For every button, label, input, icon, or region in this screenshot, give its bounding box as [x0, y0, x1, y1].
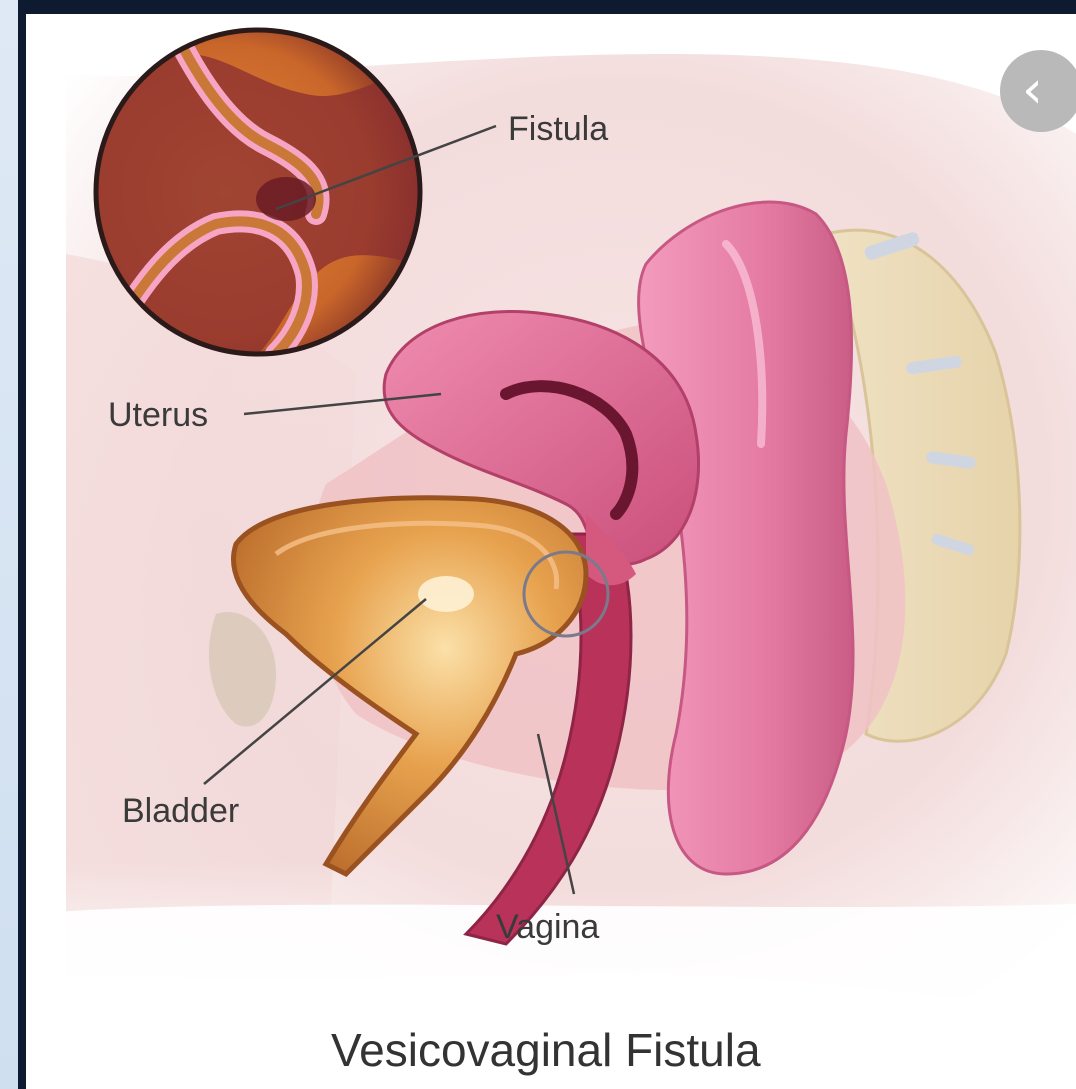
left-border-strip [0, 0, 18, 1089]
anatomy-svg: Fistula Uterus Bladder Vagina Vesicovagi… [26, 14, 1076, 1089]
label-fistula: Fistula [508, 110, 608, 148]
label-vagina: Vagina [496, 908, 599, 946]
chevron-left-icon: ‹ [1022, 58, 1043, 122]
label-bladder: Bladder [122, 792, 239, 830]
anatomy-illustration: Fistula Uterus Bladder Vagina Vesicovagi… [26, 14, 1076, 1089]
bladder-highlight [418, 576, 474, 612]
back-button[interactable]: ‹ [1000, 50, 1076, 132]
top-border-strip [18, 0, 1076, 14]
label-uterus: Uterus [108, 396, 208, 434]
figure-title: Vesicovaginal Fistula [331, 1024, 761, 1076]
